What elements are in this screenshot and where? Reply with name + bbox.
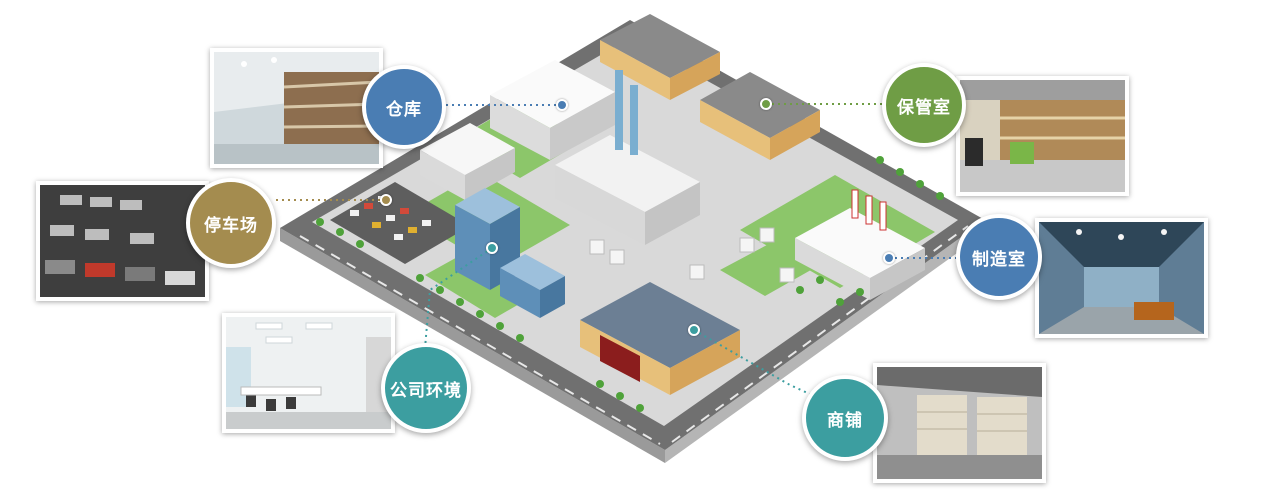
parking-lot-photo-image [40,185,205,297]
parking-lot-photo [36,181,209,301]
parking-lot-label-text: 停车场 [204,215,258,236]
shop-photo-image [877,367,1042,479]
orange-warehouse-top [600,14,720,100]
storage-room-label-text: 保管室 [897,97,951,118]
parking-lot-marker-dot [380,194,392,206]
manufacturing-room-photo-image [1039,222,1204,334]
park-base-side [280,228,665,463]
storage-room-label[interactable]: 保管室 [882,63,966,147]
manufacturing-room-photo [1035,218,1208,338]
connector-lines [276,103,956,396]
warehouse-marker-dot [556,99,568,111]
manufacturing-room-label[interactable]: 制造室 [956,214,1042,300]
warehouse-photo-image [214,52,379,164]
shop-label[interactable]: 商铺 [802,375,888,461]
storage-room-photo-image [960,80,1125,192]
left-white-building [420,123,515,200]
small-blocks [589,227,795,283]
warehouse-label-text: 仓库 [386,99,422,120]
shop-label-text: 商铺 [827,410,863,431]
storage-room-marker-dot [760,98,772,110]
office-environment-label[interactable]: 公司环境 [381,343,471,433]
warehouse-photo [210,48,383,168]
parking-lot-label[interactable]: 停车场 [186,178,276,268]
manufacturing-room-label-text: 制造室 [972,249,1026,270]
road-lane-left [299,235,661,445]
office-environment-photo-image [226,317,391,429]
central-production-building [555,70,700,245]
office-environment-photo [222,313,395,433]
trees [316,156,944,412]
parking-area [330,182,470,264]
shop-marker-dot [688,324,700,336]
warehouse-building [490,60,615,160]
shop-hall [580,282,740,395]
glass-office-tower [455,188,565,318]
office-environment-label-text: 公司环境 [390,380,462,401]
shop-photo [873,363,1046,483]
office-environment-marker-dot [486,242,498,254]
storage-room-photo [956,76,1129,196]
warehouse-label[interactable]: 仓库 [362,65,446,149]
manufacturing-room-marker-dot [883,252,895,264]
road-lane-right [671,225,969,443]
